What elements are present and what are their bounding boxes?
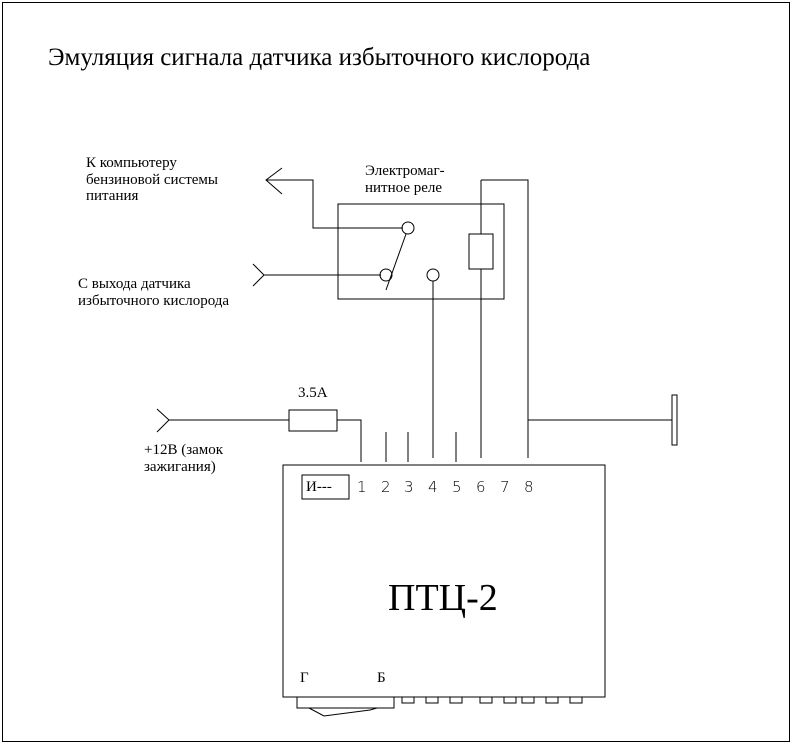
- indicator-box: [301, 474, 350, 500]
- pin-label: 3: [404, 478, 414, 496]
- pin-label: 5: [452, 478, 462, 496]
- relay-contact-top: [401, 221, 415, 235]
- to-computer-label: К компьютеру бензиновой системы питания: [86, 155, 218, 205]
- terminal-b-label: Б: [377, 670, 386, 686]
- pin-label: 4: [428, 478, 438, 496]
- terminal-g-label: Г: [300, 670, 309, 686]
- pin-label: 7: [500, 478, 510, 496]
- relay-coil: [468, 233, 494, 270]
- pin-label: 6: [476, 478, 486, 496]
- fuse-label: 3.5А: [298, 385, 328, 401]
- label-line: питания: [86, 188, 139, 204]
- pin-stubs: [385, 432, 457, 462]
- relay-contact-common: [379, 268, 393, 282]
- device-body: [282, 464, 606, 698]
- label-line: +12В (замок: [144, 442, 224, 458]
- label-line: Электромаг-: [365, 163, 445, 179]
- page-title: Эмуляция сигнала датчика избыточного кис…: [48, 44, 591, 71]
- label-line: бензиновой системы: [86, 171, 218, 188]
- wire-to-computer: [266, 179, 403, 229]
- label-line: избыточного кислорода: [78, 292, 230, 309]
- connector: [296, 696, 395, 709]
- from-sensor-label: С выхода датчика избыточного кислорода: [78, 276, 229, 309]
- relay-contact-nc: [426, 268, 440, 282]
- output-arrow-icon: [265, 167, 283, 195]
- relay-box: [337, 203, 505, 300]
- device-name: ПТЦ-2: [388, 577, 498, 619]
- input-arrow-icon: [252, 263, 265, 287]
- indicator-label: И---: [306, 479, 332, 495]
- pin-label: 1: [357, 478, 367, 496]
- label-line: С выхода датчика: [78, 276, 191, 292]
- wire-power: [169, 419, 362, 462]
- relay-label: Электромаг- нитное реле: [365, 163, 445, 196]
- power-arrow-icon: [156, 408, 170, 433]
- relay-switch-arm: [385, 233, 407, 291]
- pin-label: 2: [381, 478, 391, 496]
- connector-cable: [308, 707, 378, 717]
- label-line: нитное реле: [365, 179, 443, 196]
- wire-pin8: [481, 179, 529, 458]
- fuse: [288, 409, 338, 432]
- power-label: +12В (замок зажигания): [144, 442, 223, 475]
- label-line: К компьютеру: [86, 155, 177, 171]
- label-line: зажигания): [144, 458, 216, 475]
- ground-icon: [671, 394, 678, 446]
- bottom-terminals: [401, 696, 583, 704]
- pin-label: 8: [524, 478, 534, 496]
